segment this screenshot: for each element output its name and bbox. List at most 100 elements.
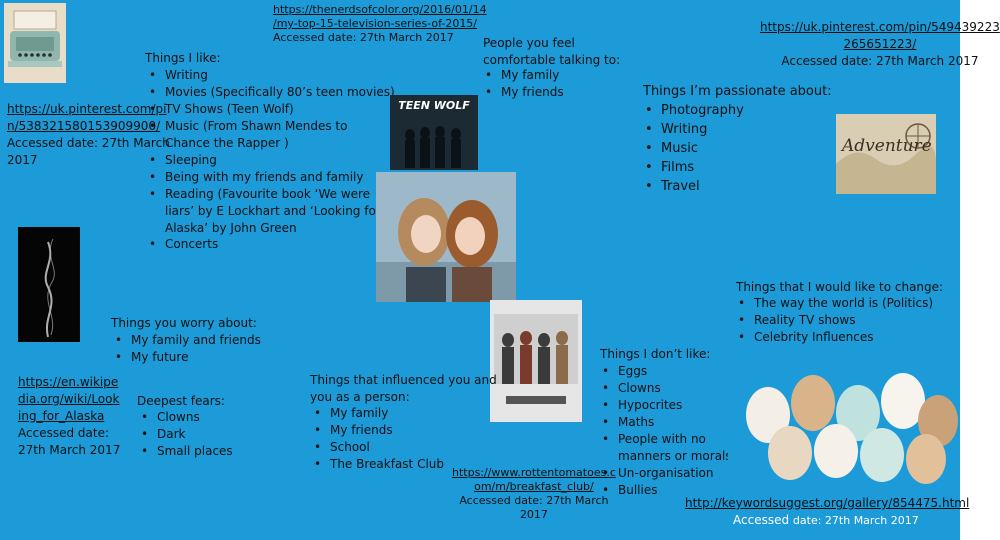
like-item: Concerts bbox=[145, 236, 218, 253]
influenced-item: School bbox=[310, 439, 444, 456]
passionate-item: Writing bbox=[641, 120, 744, 139]
things-i-like-list-end: Concerts bbox=[145, 236, 218, 253]
teen-wolf-cast-icon bbox=[405, 126, 461, 168]
change-list: The way the world is (Politics) Reality … bbox=[734, 295, 933, 346]
pinterest-left-link-2[interactable]: n/538321580153909900/ bbox=[7, 119, 161, 133]
passionate-item: Music bbox=[641, 139, 744, 158]
influenced-item: My friends bbox=[310, 422, 444, 439]
tomatoes-link-2[interactable]: om/m/breakfast_club/ bbox=[474, 480, 594, 493]
top-source-link-2[interactable]: /my-top-15-television-series-of-2015/ bbox=[273, 17, 478, 30]
tomatoes-accessed: Accessed date: 27th March bbox=[459, 494, 609, 507]
keywords-source: http://keywordsuggest.org/gallery/854475… bbox=[685, 495, 969, 512]
like-item-continuation: Chance the Rapper ) bbox=[165, 136, 289, 150]
slide: https://thenerdsofcolor.org/2016/01/14 /… bbox=[0, 0, 960, 540]
top-source-accessed: Accessed date: 27th March 2017 bbox=[273, 31, 454, 44]
keywords-accessed: Accessed date: 27th March 2017 bbox=[733, 512, 919, 529]
worry-item: My future bbox=[111, 349, 261, 366]
dont-like-item: Clowns bbox=[598, 380, 732, 397]
dont-like-heading: Things I don’t like: bbox=[600, 347, 711, 361]
passionate-heading: Things I’m passionate about: bbox=[643, 84, 832, 99]
fear-item: Clowns bbox=[137, 409, 233, 426]
things-i-like-list: Writing Movies (Specifically 80’s teen m… bbox=[145, 67, 395, 203]
typewriter-icon bbox=[8, 10, 62, 67]
comfortable-heading: People you feel comfortable talking to: bbox=[483, 35, 620, 69]
eggs-image bbox=[728, 355, 960, 490]
dont-like-continuation: manners or morals bbox=[618, 449, 732, 463]
comfortable-list: My family My friends bbox=[481, 67, 564, 101]
teen-wolf-image: TEEN WOLF bbox=[390, 95, 478, 170]
wiki-accessed: Accessed date: bbox=[18, 426, 109, 440]
wiki-link-1[interactable]: https://en.wikipe bbox=[18, 375, 119, 389]
passionate-item: Photography bbox=[641, 101, 744, 120]
pinterest-left-link-1[interactable]: https://uk.pinterest.com/pi bbox=[7, 102, 167, 116]
reading-continuation: liars’ by E Lockhart and ‘Looking for Al… bbox=[165, 203, 381, 237]
reading-continuation-line: Alaska’ by John Green bbox=[165, 221, 297, 235]
looking-for-alaska-cover bbox=[18, 227, 80, 342]
eggs-icon bbox=[746, 373, 958, 484]
influenced-heading-line: Things that influenced you and bbox=[310, 373, 497, 387]
dont-like-item: People with no bbox=[598, 431, 732, 448]
wiki-source: https://en.wikipe dia.org/wiki/Look ing_… bbox=[18, 374, 120, 459]
dont-like-item: Un-organisation bbox=[598, 465, 732, 482]
fears-heading: Deepest fears: bbox=[137, 394, 225, 408]
comfortable-heading-line: comfortable talking to: bbox=[483, 53, 621, 67]
tomatoes-accessed: 2017 bbox=[519, 508, 548, 521]
like-item: Music (From Shawn Mendes to bbox=[145, 118, 395, 135]
change-heading: Things that I would like to change: bbox=[736, 280, 944, 294]
breakfast-club-poster bbox=[490, 300, 582, 422]
influenced-list: My family My friends School The Breakfas… bbox=[310, 405, 444, 473]
dont-like-item: Bullies bbox=[598, 482, 732, 499]
fear-item: Dark bbox=[137, 426, 233, 443]
pinterest-right-accessed: Accessed date: 27th March 2017 bbox=[781, 54, 979, 68]
typewriter-image bbox=[4, 3, 66, 83]
influenced-heading-line: you as a person: bbox=[310, 390, 410, 404]
pinterest-left-source: https://uk.pinterest.com/pi n/5383215801… bbox=[7, 101, 170, 169]
top-source: https://thenerdsofcolor.org/2016/01/14 /… bbox=[273, 3, 487, 45]
adventure-logo: Adventure bbox=[842, 136, 932, 156]
dont-like-item: Maths bbox=[598, 414, 732, 431]
top-source-link-1[interactable]: https://thenerdsofcolor.org/2016/01/14 bbox=[273, 3, 487, 16]
influenced-item: My family bbox=[310, 405, 444, 422]
passionate-item: Films bbox=[641, 158, 744, 177]
adventure-image: Adventure bbox=[836, 114, 936, 194]
fear-item: Small places bbox=[137, 443, 233, 460]
reading-continuation-line: liars’ by E Lockhart and ‘Looking for bbox=[165, 204, 381, 218]
worry-heading: Things you worry about: bbox=[111, 316, 257, 330]
influenced-heading: Things that influenced you and you as a … bbox=[310, 372, 497, 406]
change-item: Celebrity Influences bbox=[734, 329, 933, 346]
like-item: Writing bbox=[145, 67, 395, 84]
comfortable-item: My friends bbox=[481, 84, 564, 101]
change-item: Reality TV shows bbox=[734, 312, 933, 329]
tomatoes-link-1[interactable]: https://www.rottentomatoes.c bbox=[452, 466, 616, 479]
dont-like-item: Eggs bbox=[598, 363, 732, 380]
like-item: Reading (Favourite book ‘We were bbox=[145, 186, 395, 203]
keywords-accessed-date: date: 27th March 2017 bbox=[792, 514, 919, 527]
pinterest-right-link-2[interactable]: 265651223/ bbox=[843, 37, 917, 51]
pinterest-left-accessed: Accessed date: 27th March bbox=[7, 136, 170, 150]
worry-item: My family and friends bbox=[111, 332, 261, 349]
keywords-accessed-prefix: Accessed bbox=[733, 513, 793, 527]
smoke-icon bbox=[44, 238, 55, 338]
change-item: The way the world is (Politics) bbox=[734, 295, 933, 312]
poster-cast-icon bbox=[494, 314, 578, 404]
keywords-link[interactable]: http://keywordsuggest.org/gallery/854475… bbox=[685, 496, 970, 510]
wiki-accessed: 27th March 2017 bbox=[18, 443, 121, 457]
comfortable-item: My family bbox=[481, 67, 564, 84]
like-item: Movies (Specifically 80’s teen movies) bbox=[145, 84, 395, 101]
like-item: Sleeping bbox=[145, 152, 395, 169]
dont-like-list: Eggs Clowns Hypocrites Maths People with… bbox=[598, 363, 732, 499]
pinterest-right-link-1[interactable]: https://uk.pinterest.com/pin/549439223 bbox=[760, 20, 1000, 34]
comfortable-heading-line: People you feel bbox=[483, 36, 575, 50]
wiki-link-3[interactable]: ing_for_Alaska bbox=[18, 409, 105, 423]
things-i-like-heading: Things I like: bbox=[145, 51, 221, 65]
selfie-image bbox=[376, 172, 516, 302]
like-item: Being with my friends and family bbox=[145, 169, 395, 186]
worry-list: My family and friends My future bbox=[111, 332, 261, 366]
wiki-link-2[interactable]: dia.org/wiki/Look bbox=[18, 392, 120, 406]
fears-list: Clowns Dark Small places bbox=[137, 409, 233, 460]
pinterest-right-source: https://uk.pinterest.com/pin/549439223 2… bbox=[760, 19, 1000, 70]
tomatoes-source: https://www.rottentomatoes.c om/m/breakf… bbox=[452, 466, 616, 522]
dont-like-item: Hypocrites bbox=[598, 397, 732, 414]
pinterest-left-accessed: 2017 bbox=[7, 153, 38, 167]
passionate-list: Photography Writing Music Films Travel bbox=[641, 101, 744, 196]
